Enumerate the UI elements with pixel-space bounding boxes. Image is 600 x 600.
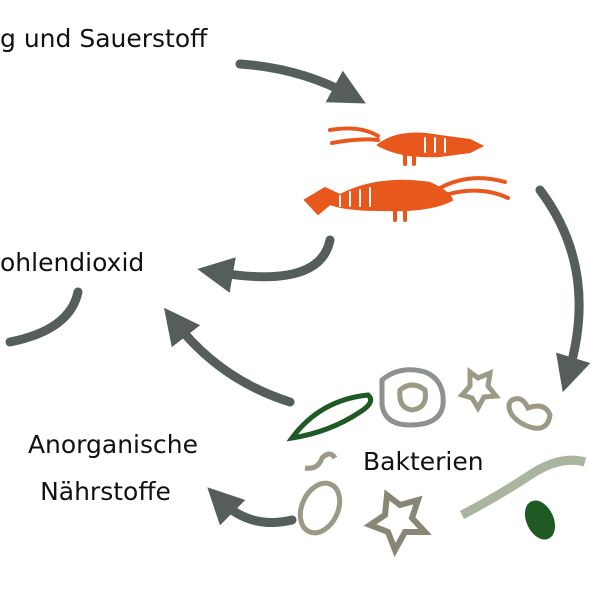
arrow-shrimp-to-bacteria — [535, 185, 591, 393]
arrow-shrimp-to-co2 — [197, 235, 335, 293]
label-bacteria: Bakterien — [363, 447, 484, 476]
arrow-bacteria-to-nutrients — [207, 487, 297, 527]
rod-bacterium-icon — [286, 392, 374, 442]
arrow-to-shrimp — [235, 59, 366, 104]
shrimp-icon — [303, 176, 510, 222]
label-food-and-oxygen: g und Sauerstoff — [0, 24, 208, 53]
shrimp-icon — [328, 126, 485, 166]
squiggle-bacterium-icon — [304, 451, 338, 471]
label-carbon-dioxide: ohlendioxid — [0, 248, 145, 277]
green-bacterium-icon — [524, 500, 556, 540]
star-bacterium-icon — [457, 367, 501, 414]
spiky-bacterium-icon — [297, 480, 343, 536]
bacteria-icons — [286, 367, 587, 558]
label-nutrients: Nährstoffe — [40, 477, 171, 506]
star-bacterium-icon — [363, 489, 432, 558]
arrow-bacteria-to-co2 — [163, 307, 295, 407]
bean-bacterium-icon — [506, 396, 553, 431]
arrow-co2-to-left — [5, 287, 83, 347]
worm-bacterium-icon — [459, 455, 587, 519]
label-inorganic: Anorganische — [27, 430, 198, 459]
cell-bacterium-icon — [379, 367, 446, 428]
